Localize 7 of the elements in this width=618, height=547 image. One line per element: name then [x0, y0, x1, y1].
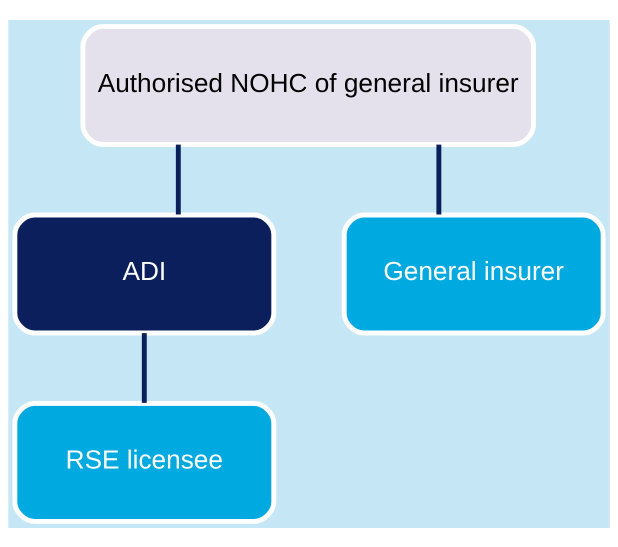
- node-box: RSE licensee: [12, 400, 276, 524]
- node-box: General insurer: [342, 212, 606, 335]
- node-box: ADI: [12, 212, 276, 335]
- connector: [436, 144, 442, 214]
- connector: [142, 332, 147, 402]
- node-box: Authorised NOHC of general insurer: [80, 24, 536, 146]
- connector: [176, 144, 181, 214]
